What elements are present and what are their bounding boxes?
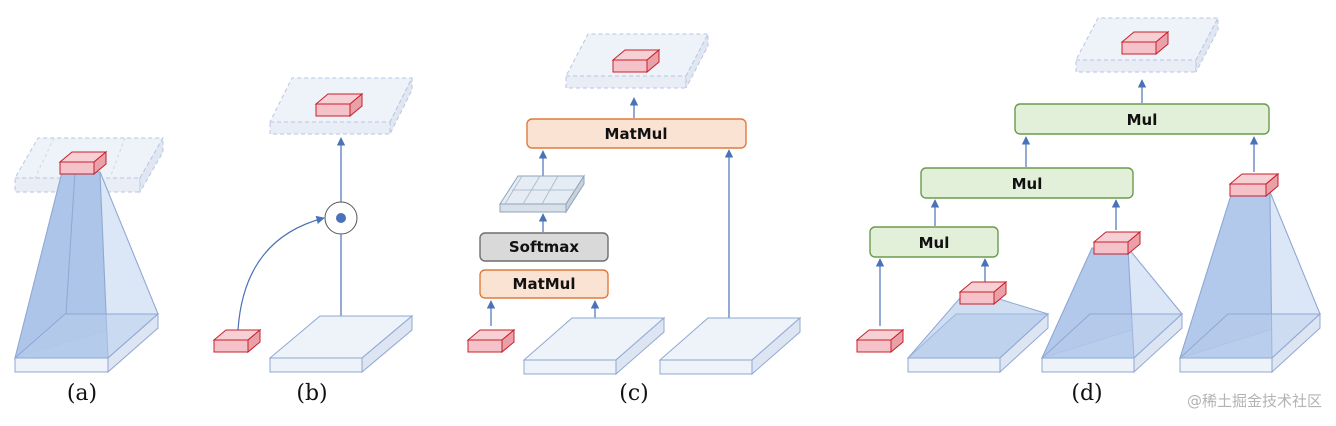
mul-top-box: Mul [1014, 103, 1270, 135]
panel-label-c: (c) [619, 381, 649, 406]
matmul-top-box: MatMul [526, 118, 747, 149]
receptive-pyramid [14, 171, 159, 360]
panel-label-a: (a) [67, 381, 97, 406]
softmax-label: Softmax [509, 238, 580, 256]
panel-label-b: (b) [296, 381, 327, 406]
matmul-top-label: MatMul [605, 125, 668, 143]
output-feature-cube [1120, 30, 1170, 56]
input-feature-cube [212, 328, 262, 354]
panel-d: Mul Mul Mul [855, 17, 1322, 406]
mul-mid-label: Mul [1012, 175, 1043, 193]
mul-low-box: Mul [869, 226, 999, 258]
input-plane [268, 314, 414, 374]
mul-mid-box: Mul [920, 167, 1134, 199]
input-plane-right [658, 316, 802, 376]
panel-c: MatMul Softmax MatMul [466, 33, 802, 406]
context-block-small [906, 280, 1050, 374]
panel-label-d: (d) [1071, 381, 1102, 406]
matmul-bottom-label: MatMul [513, 275, 576, 293]
panel-b: (b) [212, 77, 414, 406]
elementwise-product-node [324, 201, 358, 235]
input-feature-cube [466, 328, 516, 354]
output-feature-cube [58, 150, 108, 176]
watermark: @稀土掘金技术社区 [1187, 392, 1322, 410]
panel-a: (a) [13, 136, 164, 406]
input-plane-left [522, 316, 666, 376]
input-feature-cube [855, 328, 905, 354]
output-plane [565, 33, 709, 89]
output-feature-cube [611, 48, 661, 74]
softmax-box: Softmax [479, 232, 609, 262]
context-block-medium [1040, 230, 1184, 374]
matmul-bottom-box: MatMul [479, 269, 609, 299]
context-block-large [1178, 172, 1322, 374]
mul-top-label: Mul [1127, 111, 1158, 129]
attention-map [499, 174, 585, 214]
mul-low-label: Mul [919, 234, 950, 252]
curved-arrow [237, 215, 325, 331]
input-plane [13, 312, 160, 374]
output-feature-cube [314, 92, 364, 118]
